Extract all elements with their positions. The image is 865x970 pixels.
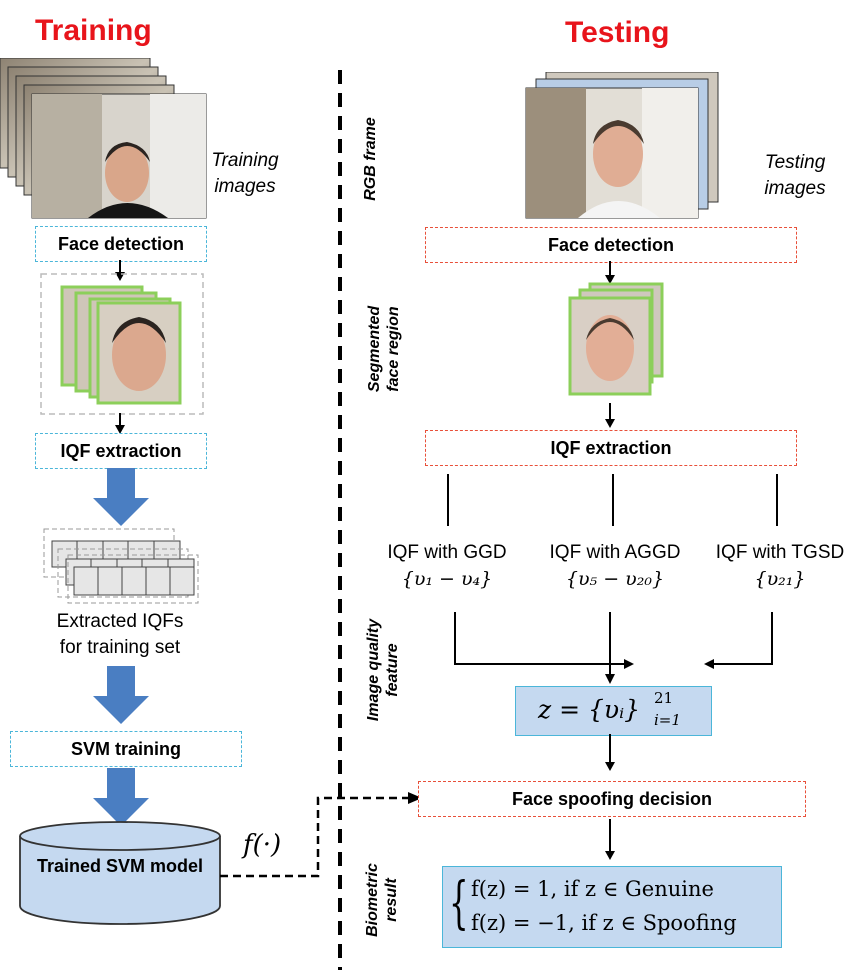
side-label-rgb-frame: RGB frame xyxy=(361,109,399,209)
training-iqf-extraction-box: IQF extraction xyxy=(35,433,207,469)
training-images-label-line1: Training xyxy=(211,150,279,171)
testing-images-label-line2: images xyxy=(764,178,826,199)
result-spoofing: f(z) = −1, if z ∈ Spoofing xyxy=(471,911,737,935)
training-images-label: Training images xyxy=(200,148,290,200)
testing-images-label: Testing images xyxy=(750,150,840,202)
block-arrow-down xyxy=(93,666,149,724)
side-label-rgb-frame-text: RGB frame xyxy=(362,117,379,201)
branch-tgsd: IQF with TGSD {υ₂₁} xyxy=(705,540,855,592)
block-arrow-down xyxy=(93,468,149,526)
z-formula-sup: 21 xyxy=(654,689,674,707)
block-arrow-down xyxy=(93,768,149,826)
model-to-decision-connector xyxy=(220,792,422,878)
trained-svm-model-cylinder xyxy=(19,821,221,925)
testing-face-detection-box: Face detection xyxy=(425,227,797,263)
arrow-down xyxy=(605,819,615,860)
branch-tgsd-title: IQF with TGSD xyxy=(715,542,845,563)
training-face-detection-box: Face detection xyxy=(35,226,207,262)
face-spoofing-decision-box: Face spoofing decision xyxy=(418,781,806,817)
svm-training-box: SVM training xyxy=(10,731,242,767)
side-label-segmented: Segmented face region xyxy=(365,289,405,409)
center-divider xyxy=(338,70,342,970)
arrow-down xyxy=(605,734,615,771)
side-label-image-quality: Image quality feature xyxy=(364,605,404,735)
side-label-segmented-line2: face region xyxy=(385,306,402,392)
branch-aggd: IQF with AGGD {υ₅ − υ₂₀} xyxy=(535,540,695,592)
function-label: f(·) xyxy=(243,830,282,860)
side-label-iq-line2: feature xyxy=(384,643,401,697)
branch-ggd-set: {υ₁ − υ₄} xyxy=(401,568,493,590)
training-heading: Training xyxy=(35,14,152,47)
arrow-down xyxy=(115,413,125,434)
branch-tgsd-set: {υ₂₁} xyxy=(754,568,806,590)
branch-ggd: IQF with GGD {υ₁ − υ₄} xyxy=(372,540,522,592)
extracted-iqf-label-line1: Extracted IQFs xyxy=(56,611,184,632)
side-label-biometric: Biometric result xyxy=(363,857,403,943)
z-formula: z = {υᵢ} xyxy=(538,695,640,724)
testing-heading: Testing xyxy=(565,16,670,49)
arrow-down xyxy=(605,261,615,284)
branch-ggd-title: IQF with GGD xyxy=(387,542,507,563)
training-images-stack xyxy=(0,58,207,219)
trained-svm-model-label: Trained SVM model xyxy=(36,856,204,876)
testing-images-label-line1: Testing xyxy=(764,152,826,173)
testing-segmented-faces xyxy=(568,282,664,396)
z-formula-main: z = {υᵢ} xyxy=(538,695,641,724)
side-label-segmented-line1: Segmented xyxy=(366,305,383,393)
branch-aggd-set: {υ₅ − υ₂₀} xyxy=(565,568,665,590)
side-label-bio-line1: Biometric xyxy=(364,863,381,937)
result-genuine: f(z) = 1, if z ∈ Genuine xyxy=(471,877,714,901)
training-segmented-faces xyxy=(40,273,204,415)
branch-aggd-title: IQF with AGGD xyxy=(549,542,681,563)
z-formula-sub: i=1 xyxy=(654,711,681,729)
arrow-down xyxy=(605,403,615,428)
extracted-iqf-label: Extracted IQFs for training set xyxy=(15,609,225,661)
biometric-result-box: { f(z) = 1, if z ∈ Genuine f(z) = −1, if… xyxy=(442,866,782,948)
side-label-iq-line1: Image quality xyxy=(365,618,382,722)
training-images-label-line2: images xyxy=(214,176,276,197)
testing-iqf-extraction-box: IQF extraction xyxy=(425,430,797,466)
extracted-iqf-label-line2: for training set xyxy=(59,637,181,658)
side-label-bio-line2: result xyxy=(383,878,400,922)
z-formula-box: z = {υᵢ} 21 i=1 xyxy=(515,686,712,736)
extracted-iqf-tables xyxy=(43,528,199,604)
testing-images-stack xyxy=(525,72,719,219)
result-brace: { xyxy=(449,871,469,936)
branch-connectors xyxy=(447,474,778,684)
